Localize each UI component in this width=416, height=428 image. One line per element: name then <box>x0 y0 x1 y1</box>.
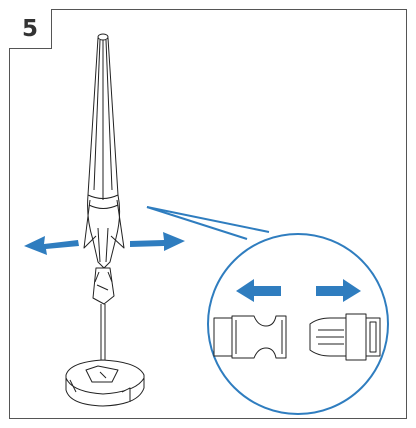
instruction-frame <box>9 9 407 419</box>
umbrella-illustration <box>83 33 125 368</box>
arrow-left-icon <box>236 279 281 302</box>
umbrella-base-illustration <box>65 359 145 407</box>
step-number: 5 <box>21 15 38 42</box>
buckle-female-illustration <box>213 315 287 359</box>
step-number-box: 5 <box>9 9 52 49</box>
arrow-left-icon <box>24 236 79 255</box>
arrow-right-icon <box>316 279 361 302</box>
buckle-male-illustration <box>309 313 381 361</box>
arrow-right-icon <box>130 232 185 251</box>
magnifier-callout <box>146 206 389 415</box>
